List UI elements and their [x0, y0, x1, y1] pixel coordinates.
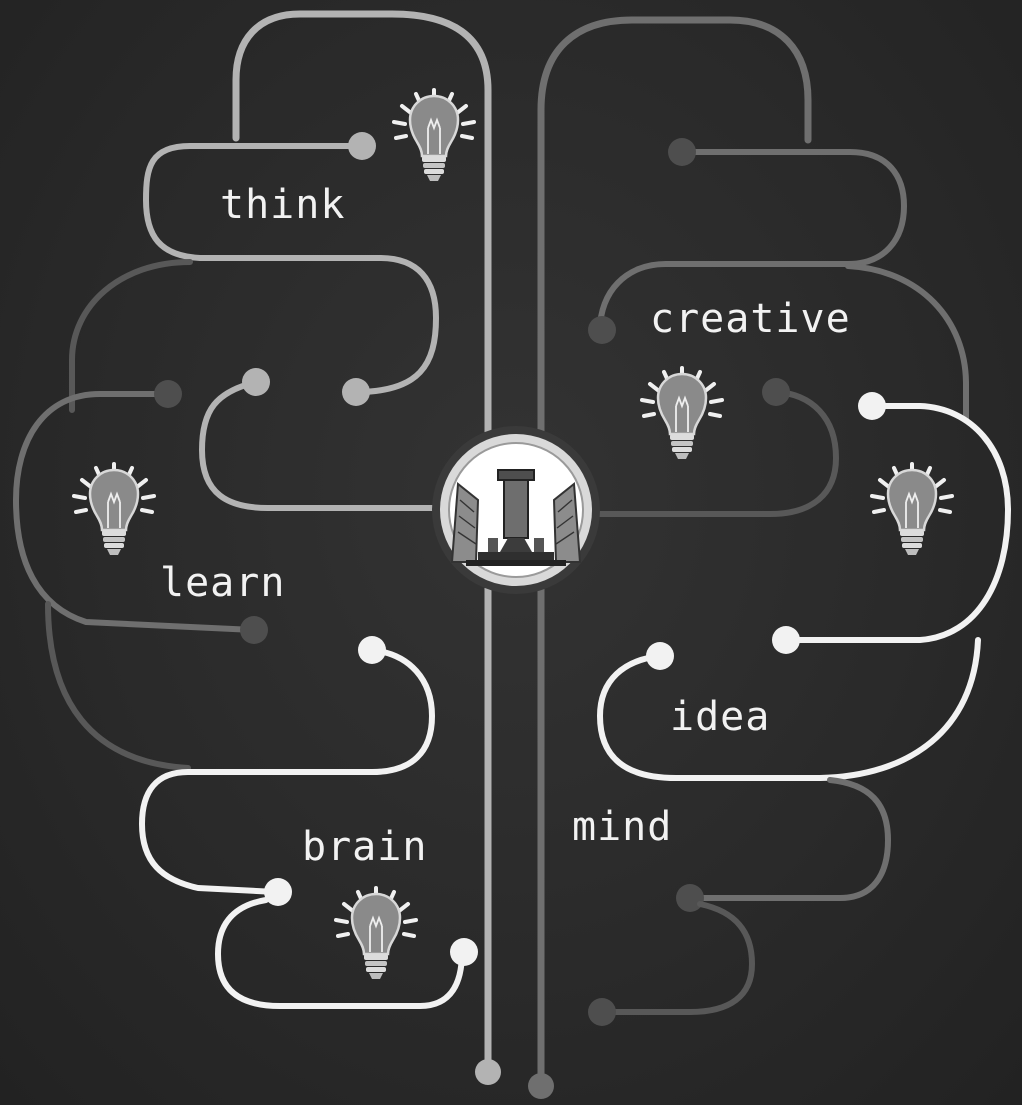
mind-trace [676, 777, 891, 912]
light-bulb-icon [72, 462, 156, 557]
learn-outer-trace [13, 380, 268, 644]
brain-lower-trace [215, 897, 478, 1009]
left-lower-lobe-trace [45, 601, 191, 771]
word-idea: idea [670, 694, 770, 740]
mind-lower-trace [588, 901, 755, 1026]
light-bulb-icon [870, 462, 954, 557]
think-trace [143, 132, 439, 406]
creative-lower-trace [538, 378, 839, 517]
word-creative: creative [650, 296, 851, 342]
light-bulb-icon [392, 88, 476, 183]
word-mind: mind [572, 804, 672, 850]
learn-upper-trace [199, 368, 491, 511]
word-learn: learn [160, 560, 285, 606]
word-think: think [220, 182, 345, 228]
monument-emblem-icon [432, 426, 600, 594]
light-bulb-icon [640, 366, 724, 461]
word-brain: brain [302, 824, 427, 870]
spine-left-trace [232, 10, 501, 1085]
light-bulb-icon [334, 886, 418, 981]
brain-trace [139, 636, 435, 906]
idea-inner-trace [597, 637, 981, 781]
idea-outer-trace [772, 392, 1011, 654]
creative-trace [588, 138, 907, 344]
spine-right-trace [528, 16, 812, 1099]
upper-left-lobe-trace [69, 259, 193, 413]
upper-right-lobe-trace [845, 263, 969, 423]
